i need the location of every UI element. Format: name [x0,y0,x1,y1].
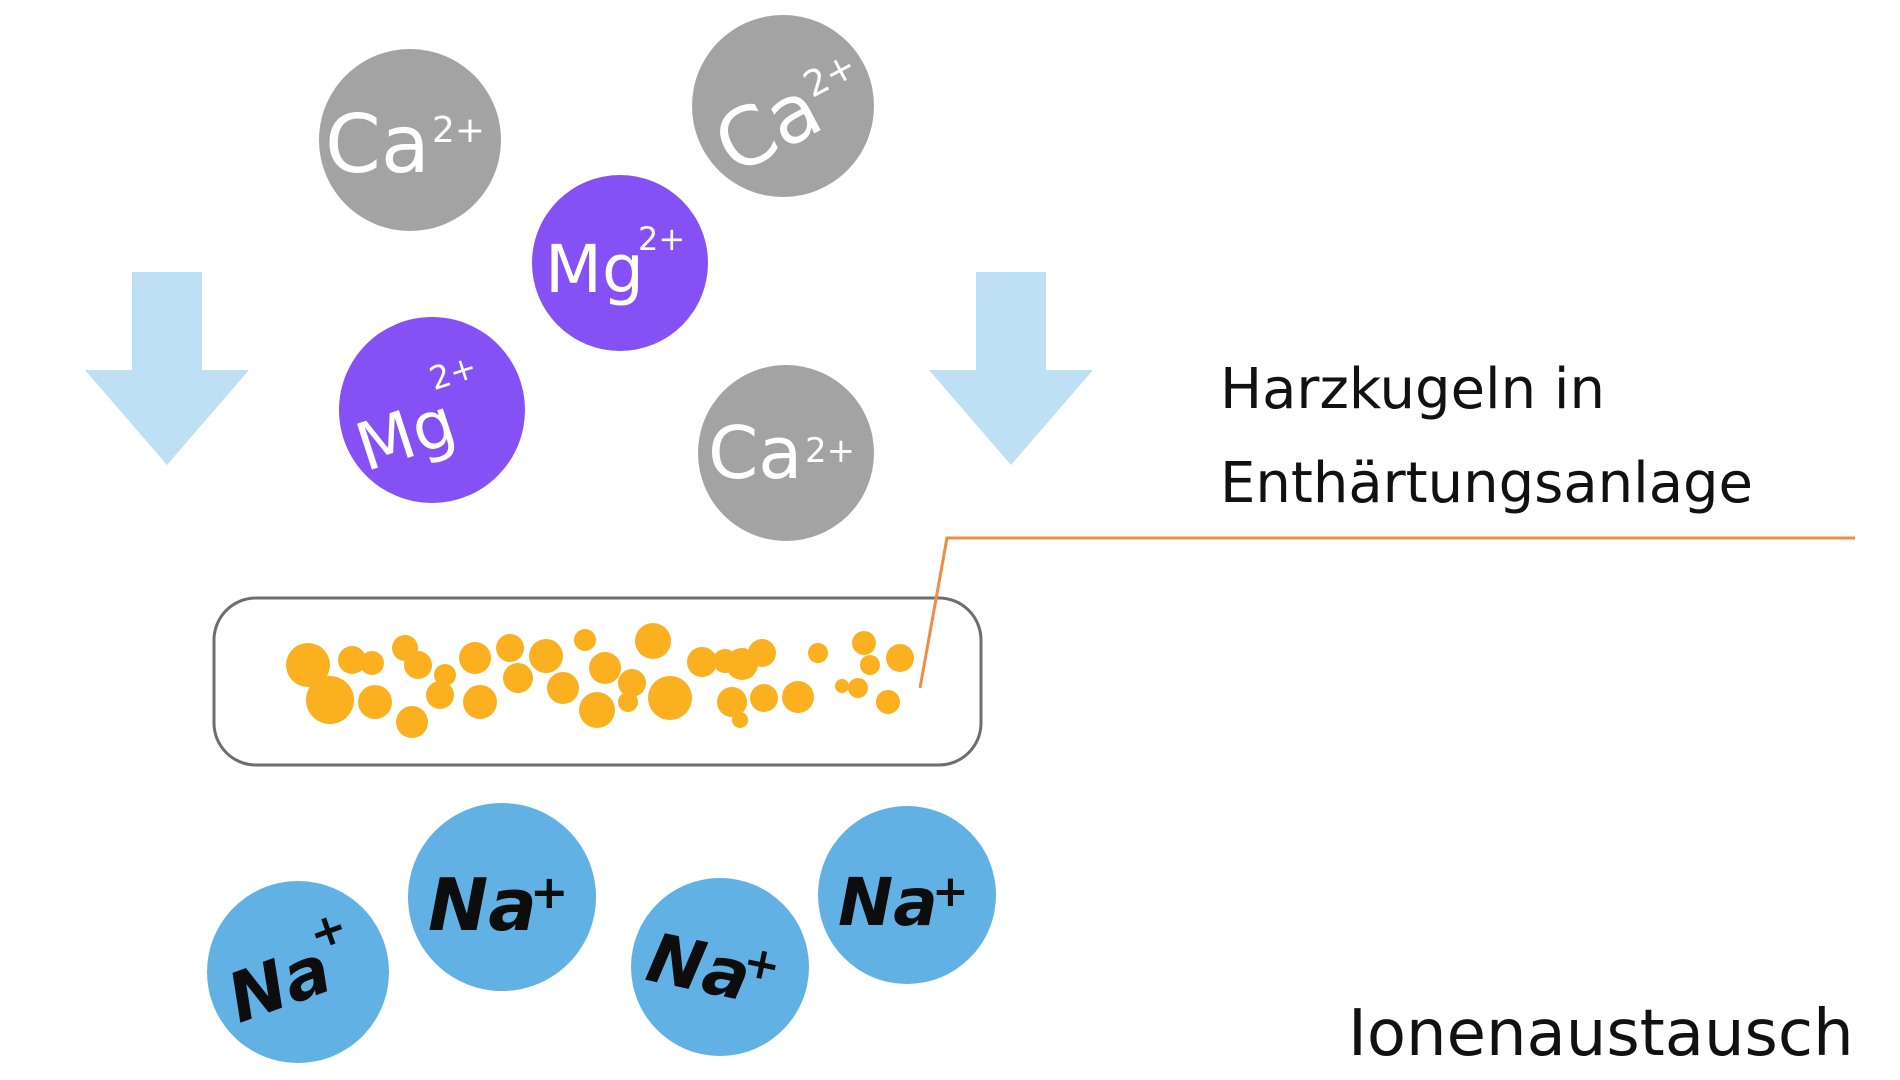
ion-charge: + [530,865,569,919]
resin-bead [286,643,330,687]
resin-bead [547,672,579,704]
sodium-ion: Na + [207,881,389,1063]
resin-label-line2: Enthärtungsanlage [1220,451,1753,516]
resin-bead [306,676,354,724]
resin-bead [360,651,384,675]
ion-charge: 2+ [432,110,485,151]
resin-bead [338,646,366,674]
leader-line [918,536,1855,689]
resin-bead [529,639,563,673]
calcium-ion: Ca 2+ [698,365,874,541]
resin-bead [574,629,596,651]
resin-bead [434,664,456,686]
ion-charge: 2+ [638,220,685,258]
resin-bead [860,655,880,675]
resin-bead [503,663,533,693]
resin-bead [732,712,748,728]
resin-bead [687,647,717,677]
resin-bead [358,685,392,719]
sodium-ion: Na + [818,806,996,984]
sodium-ion: Na + [408,803,596,991]
resin-bead [496,634,524,662]
resin-bead [426,681,454,709]
resin-bead [618,669,646,697]
resin-bead [463,685,497,719]
resin-bead [748,639,776,667]
sodium-ion: Na + [631,878,809,1056]
resin-bead [717,687,747,717]
ion-symbol: Ca [325,98,430,191]
resin-bead [835,679,849,693]
down-arrow-icon [929,272,1093,465]
resin-bead [648,676,692,720]
resin-bead [750,684,778,712]
resin-bead [589,652,621,684]
down-arrow-icon [85,272,249,465]
ion-symbol: Ca [708,411,802,495]
ion-charge: + [932,866,969,917]
magnesium-ion: Mg 2+ [532,175,708,351]
resin-bead [852,631,876,655]
resin-bead [886,644,914,672]
resin-beads [286,623,914,738]
resin-bead [404,651,432,679]
resin-bead [848,678,868,698]
resin-bead [635,623,671,659]
resin-bead [396,706,428,738]
calcium-ion: Ca 2+ [692,15,874,197]
ion-charge: 2+ [805,431,855,471]
calcium-ion: Ca 2+ [319,49,501,231]
ion-symbol: Na [838,864,938,941]
resin-label-line1: Harzkugeln in [1220,357,1605,422]
ion-symbol: Na [428,863,537,947]
diagram-title: Ionenaustausch [1348,997,1854,1071]
resin-bead [876,690,900,714]
resin-bead [459,642,491,674]
resin-bead [782,681,814,713]
ion-symbol: Mg [545,231,644,308]
resin-bead [579,692,615,728]
magnesium-ion: Mg 2+ [339,317,525,503]
resin-bead [808,643,828,663]
resin-bead [618,692,638,712]
